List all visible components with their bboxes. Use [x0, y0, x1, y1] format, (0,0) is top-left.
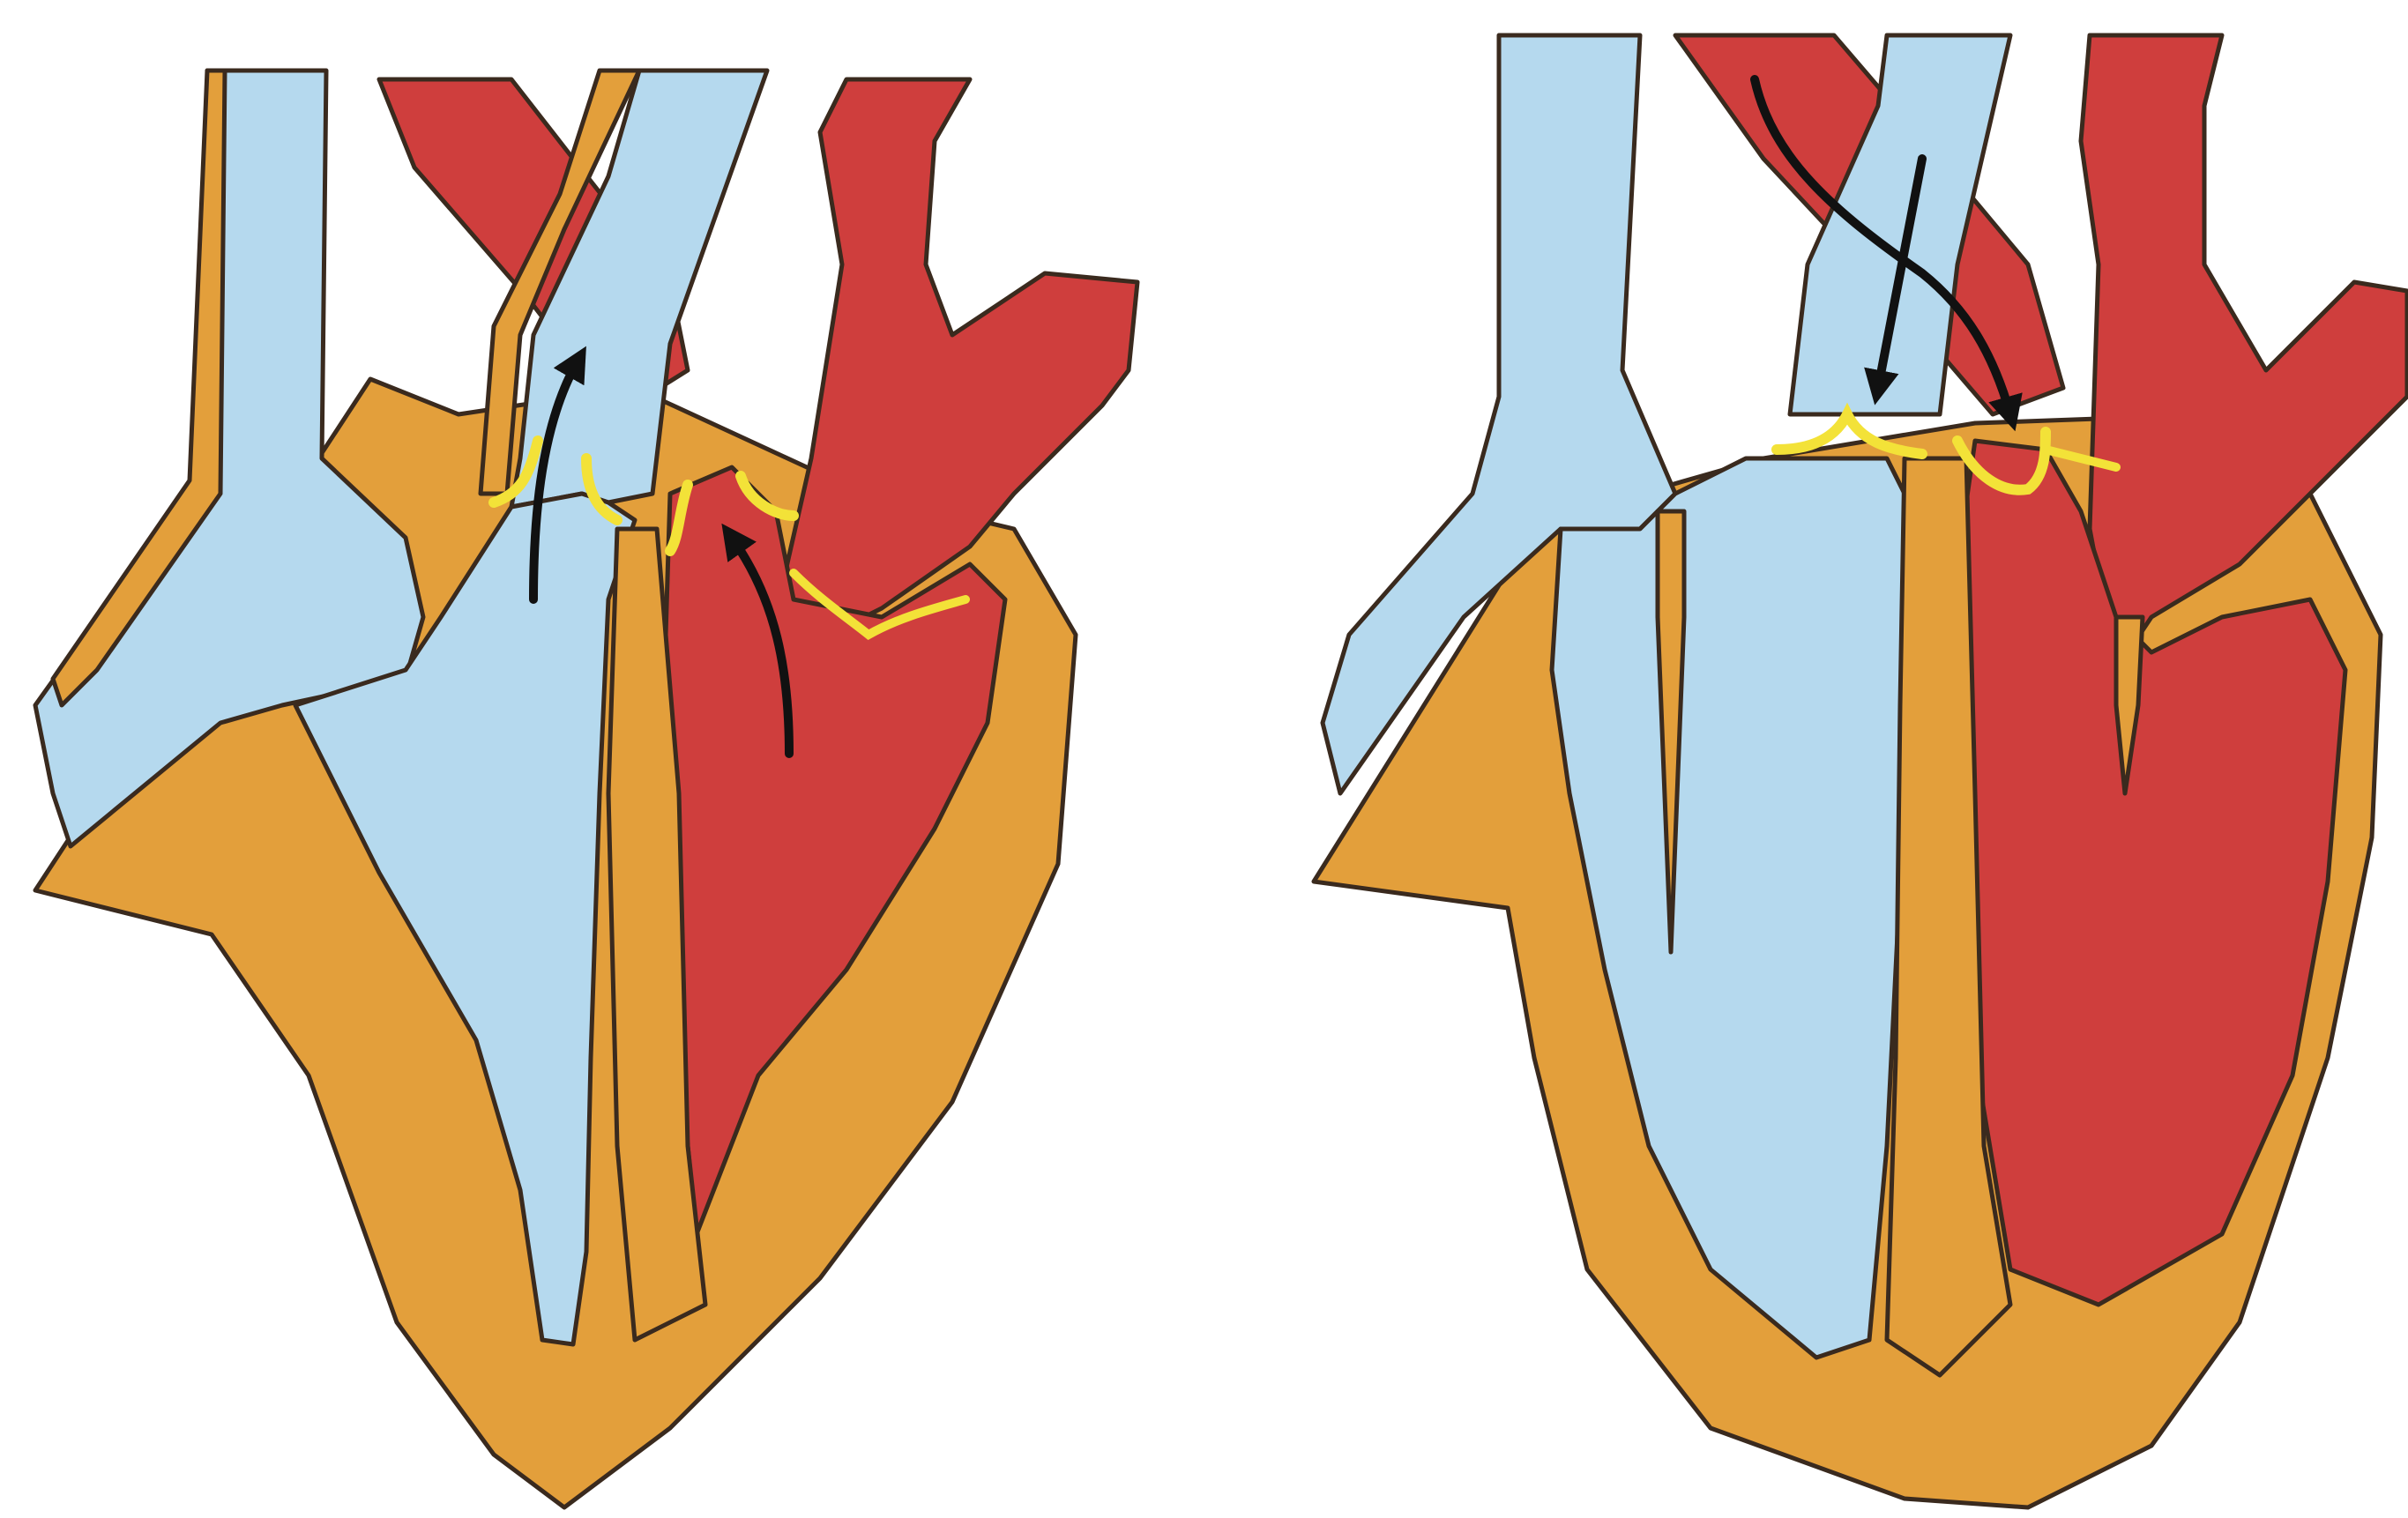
heart-systole-panel [0, 0, 1164, 1518]
heart-diastole-panel [1270, 0, 2408, 1518]
